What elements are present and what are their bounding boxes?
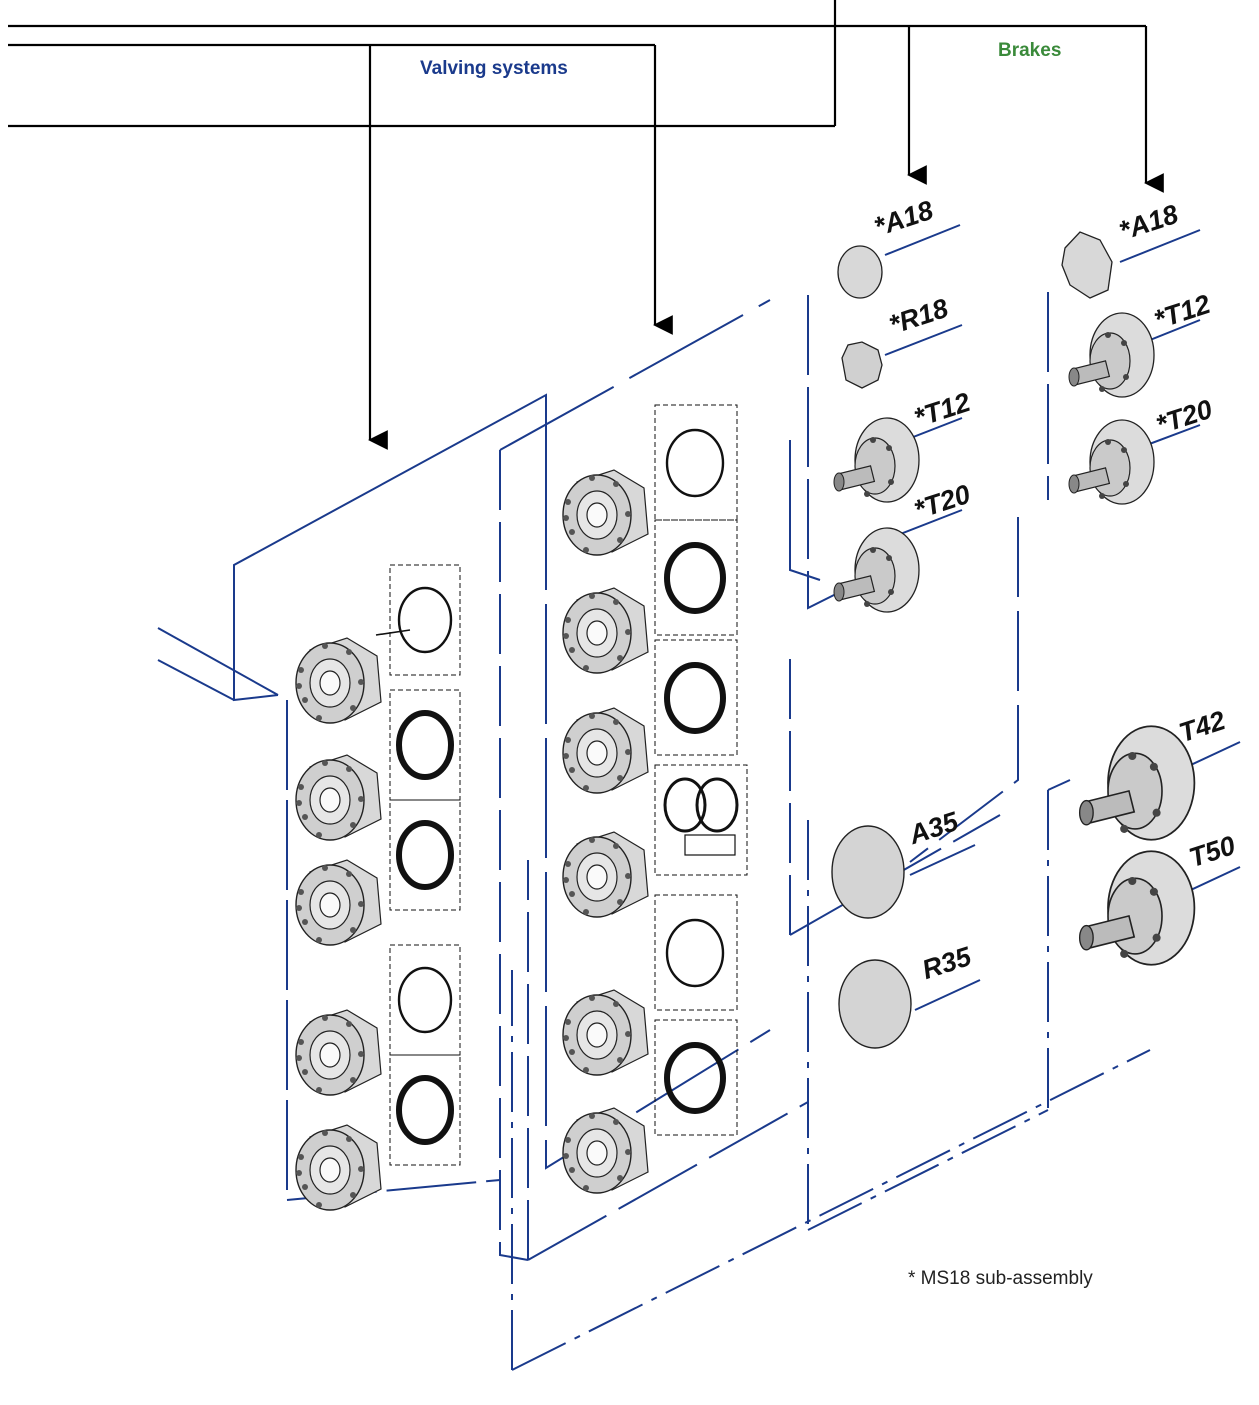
motor-housing-icon [296,1125,381,1210]
brake-unit-icon [1069,420,1154,504]
motor-housing-icon [563,470,648,555]
cover-plate-icon [832,826,904,918]
brake-unit-icon [1069,313,1154,397]
brake-unit-icon [834,528,919,612]
cover-plate-icon [839,960,911,1048]
cover-plate-icon [1062,232,1112,298]
motor-housing-icon [296,755,381,840]
motor-housing-icon [563,588,648,673]
valving-systems-header: Valving systems [420,58,568,80]
motor-housing-icon [296,638,381,723]
distribution-lines [8,0,1146,440]
footnote: * MS18 sub-assembly [908,1268,1093,1290]
motor-housing-icon [296,1010,381,1095]
cover-plate-icon [838,246,882,298]
motor-housing-icon [563,990,648,1075]
hydraulic-symbols [376,405,747,1165]
cover-plate-icon [842,342,882,388]
brakes-header: Brakes [998,40,1061,62]
motor-housing-icon [563,1108,648,1193]
valving-column-1 [296,638,381,1210]
brake-unit-icon [834,418,919,502]
motor-housing-icon [563,708,648,793]
motor-housing-icon [563,832,648,917]
brake-unit-icon [1080,851,1195,964]
valving-column-2 [563,470,648,1193]
motor-housing-icon [296,860,381,945]
brake-unit-icon [1080,726,1195,839]
